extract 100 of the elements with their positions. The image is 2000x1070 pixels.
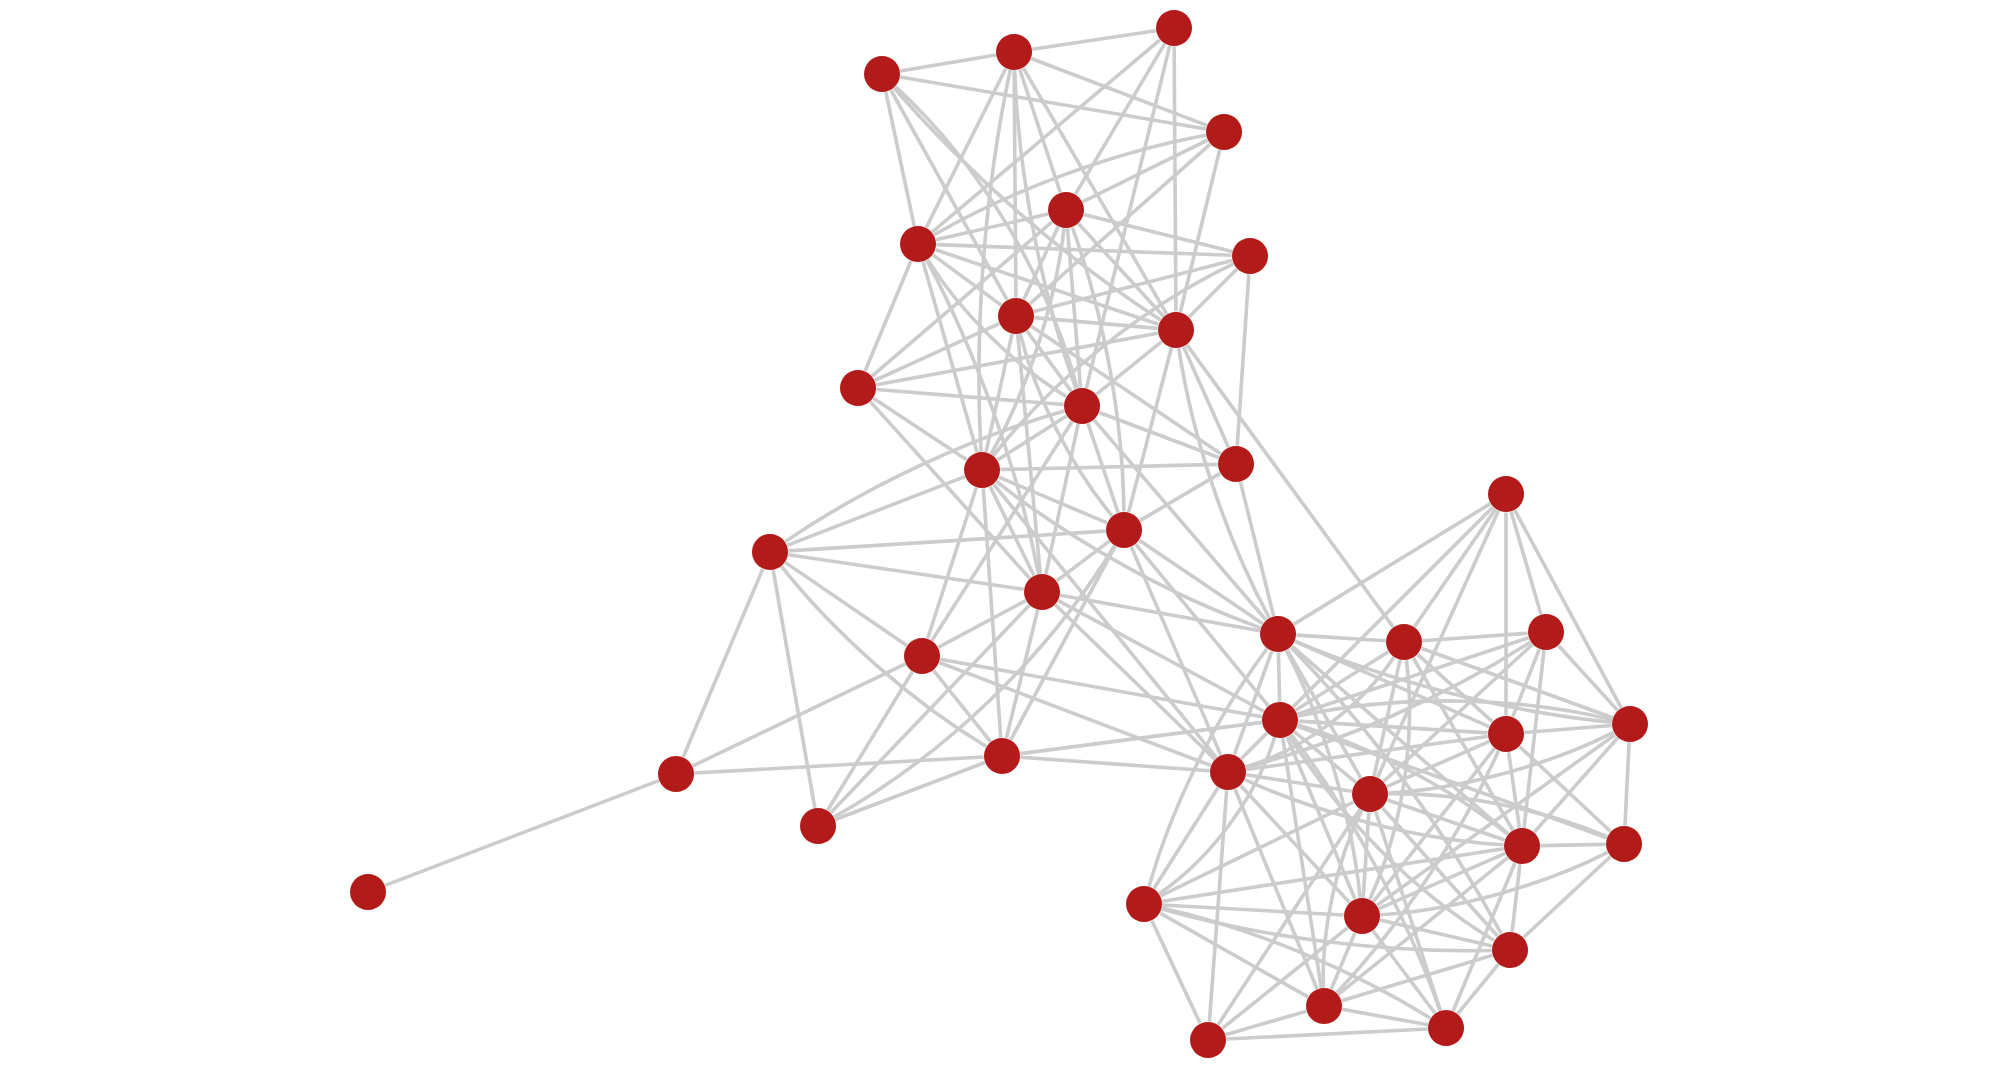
graph-node bbox=[964, 452, 1000, 488]
link-line bbox=[1244, 778, 1504, 847]
link-line bbox=[1532, 736, 1620, 834]
link-line bbox=[1177, 347, 1271, 619]
graph-node bbox=[840, 370, 876, 406]
link-line bbox=[1022, 225, 1060, 301]
link-line bbox=[1386, 739, 1490, 789]
link-line bbox=[1284, 649, 1362, 898]
link-line bbox=[780, 565, 988, 749]
link-line bbox=[826, 670, 914, 812]
link-line bbox=[1000, 462, 1218, 472]
graph-node bbox=[1232, 238, 1268, 274]
graph-node bbox=[904, 638, 940, 674]
link-line bbox=[1018, 68, 1062, 194]
link-line bbox=[1289, 733, 1442, 1012]
link-line bbox=[1375, 733, 1617, 907]
link-line bbox=[1055, 539, 1111, 583]
link-line bbox=[1185, 343, 1395, 629]
link-line bbox=[1009, 545, 1117, 741]
link-line bbox=[1150, 919, 1202, 1025]
link-line bbox=[1388, 730, 1615, 795]
link-line bbox=[1371, 929, 1437, 1015]
graph-node bbox=[1488, 716, 1525, 752]
link-line bbox=[1245, 773, 1353, 793]
link-line bbox=[1187, 267, 1239, 319]
link-line bbox=[694, 755, 984, 775]
graph-node bbox=[1606, 826, 1642, 862]
graph-node bbox=[1528, 614, 1565, 650]
link-line bbox=[1380, 850, 1609, 917]
link-line bbox=[1296, 633, 1386, 643]
graph-node bbox=[996, 34, 1032, 70]
link-line bbox=[1513, 509, 1623, 709]
link-line bbox=[1388, 791, 1608, 839]
link-line bbox=[1522, 650, 1546, 828]
link-line bbox=[884, 91, 916, 227]
link-line bbox=[874, 322, 1001, 382]
link-line bbox=[1159, 800, 1355, 898]
link-line bbox=[1335, 750, 1501, 994]
link-line bbox=[691, 662, 907, 768]
link-line bbox=[1020, 755, 1210, 773]
graph-node bbox=[1352, 776, 1389, 812]
link-line bbox=[1226, 1027, 1428, 1041]
link-line bbox=[921, 261, 979, 453]
link-line bbox=[1518, 745, 1612, 833]
link-line bbox=[1281, 737, 1323, 989]
link-line bbox=[1181, 346, 1231, 448]
link-line bbox=[1372, 747, 1496, 903]
link-line bbox=[1054, 603, 1217, 761]
link-line bbox=[1293, 730, 1357, 784]
link-line bbox=[938, 660, 1212, 768]
link-line bbox=[1159, 911, 1309, 999]
link-line bbox=[1337, 856, 1509, 996]
graph-node bbox=[658, 756, 694, 792]
link-line bbox=[925, 486, 979, 640]
link-line bbox=[936, 242, 1232, 258]
link-line bbox=[1297, 723, 1509, 836]
link-line bbox=[1245, 656, 1396, 769]
graph-node bbox=[1158, 312, 1194, 348]
link-line bbox=[1059, 593, 1261, 633]
link-line bbox=[1216, 808, 1362, 1026]
link-line bbox=[1379, 918, 1493, 948]
link-line bbox=[1510, 864, 1522, 932]
link-line bbox=[1238, 481, 1276, 617]
link-line bbox=[1291, 505, 1495, 709]
link-line bbox=[1239, 784, 1351, 904]
link-line bbox=[1233, 788, 1319, 990]
graph-node bbox=[1190, 1022, 1226, 1058]
link-line bbox=[995, 480, 1262, 630]
link-line bbox=[1161, 847, 1505, 903]
graph-node bbox=[1306, 988, 1342, 1024]
link-line bbox=[899, 75, 1207, 131]
link-line bbox=[833, 544, 1116, 819]
link-line bbox=[1098, 410, 1220, 460]
link-line bbox=[1030, 56, 1208, 128]
link-line bbox=[1004, 609, 1040, 739]
link-line bbox=[1297, 699, 1613, 722]
link-line bbox=[932, 669, 992, 743]
link-line bbox=[869, 400, 1032, 580]
link-line bbox=[1077, 222, 1165, 318]
link-line bbox=[771, 569, 817, 809]
link-line bbox=[872, 396, 968, 462]
link-line bbox=[1207, 790, 1229, 1022]
link-line bbox=[875, 331, 1159, 387]
link-line bbox=[1221, 926, 1349, 1030]
link-line bbox=[1288, 734, 1496, 942]
link-line bbox=[998, 475, 1108, 525]
link-line bbox=[992, 262, 1235, 457]
link-line bbox=[939, 657, 1263, 719]
graph-node bbox=[900, 226, 936, 262]
link-line bbox=[1012, 70, 1018, 298]
link-line bbox=[889, 89, 1009, 301]
link-line bbox=[1509, 511, 1543, 615]
link-line bbox=[894, 85, 1079, 389]
link-line bbox=[1411, 657, 1515, 831]
link-line bbox=[924, 67, 1008, 229]
link-line bbox=[1511, 648, 1541, 718]
link-line bbox=[1073, 42, 1167, 196]
link-line bbox=[1412, 508, 1498, 628]
link-line bbox=[1070, 226, 1126, 512]
link-line bbox=[1294, 650, 1390, 712]
